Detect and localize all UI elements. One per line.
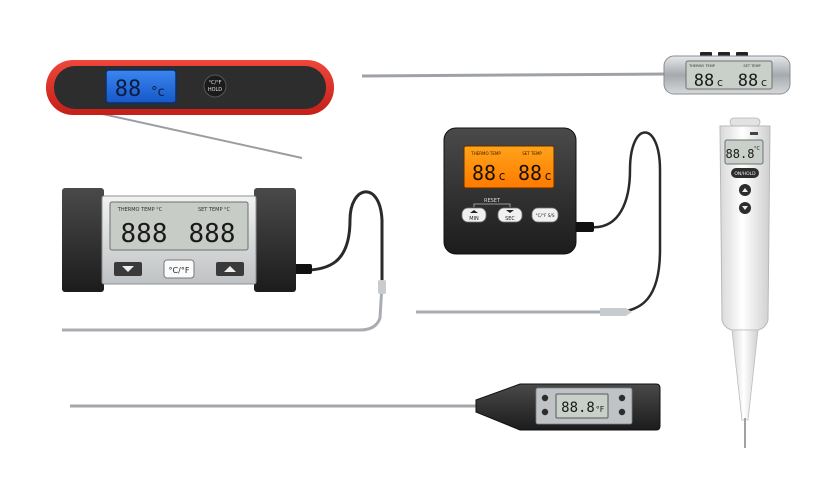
pen-white-thermometer: 88.8 °C ON/HOLD [719,117,771,448]
triangle-down-icon [122,266,134,272]
probe-needle [361,72,667,78]
blue-lcd [105,69,177,104]
button-label-bottom: HOLD [208,87,222,93]
probe-tip-handle [600,308,632,316]
label-thermo-temp: THERMO TEMP [688,64,715,68]
up-button[interactable] [739,184,751,196]
right-reading: 88 [518,161,542,185]
sec-button-label: SEC [505,216,515,222]
on-hold-label: ON/HOLD [734,171,756,177]
label-set-temp: SET TEMP [522,151,542,156]
down-button[interactable] [114,262,142,276]
reset-label: RESET [484,198,501,204]
cable-connector [292,264,312,274]
unit-toggle-label: °C/°F [169,266,190,275]
side-block-left [62,188,104,292]
lcd-unit: °F [596,405,605,414]
triangle-down-icon [506,210,514,213]
lcd-reading: 88 [115,77,142,102]
lcd-unit: °C [754,146,761,152]
left-unit: c [499,169,506,183]
left-button-bottom[interactable] [541,408,549,416]
triangle-up-icon [470,210,478,213]
dark-face [54,66,326,109]
unit-hold-button[interactable]: °C/°F HOLD [203,74,227,98]
side-block-right [254,188,296,292]
left-button-top[interactable] [541,394,549,402]
right-reading: 88 [738,71,758,91]
unit-start-stop-button[interactable]: °C/°F S/S [531,207,559,223]
triangle-down-icon [742,206,748,210]
top-cap [729,117,761,127]
unit-toggle-button[interactable]: °C/°F [163,259,195,279]
grey-lcd [724,139,764,165]
min-button-label: MIN [469,216,479,222]
tapered-shaft [731,329,759,421]
right-unit: c [545,169,552,183]
triangle-up-icon [224,266,236,272]
label-thermo-temp: THERMO TEMP °C [117,207,163,213]
left-reading: 88 [694,71,714,91]
probe-needle [62,284,384,332]
probe-needle [97,112,303,159]
probe-cable [589,131,662,314]
triangle-up-icon [742,188,748,192]
wired-grey-thermometer: THERMO TEMP °C SET TEMP °C 888 888 °C/°F [62,188,386,332]
right-unit: c [761,76,767,89]
stick-black-thermometer: 88.8 °F [70,383,661,431]
reset-bracket [473,203,511,207]
button-label-top: °C/°F [208,80,221,86]
probe-dual-lcd-thermometer: THERMO TEMP SET TEMP 88 c 88 c [361,52,791,95]
label-set-temp: SET TEMP [743,64,760,68]
left-reading: 888 [121,219,168,249]
lcd-reading: 88.8 [726,147,755,161]
left-reading: 88 [472,161,496,185]
probe-cable [295,190,384,290]
min-button[interactable]: MIN [461,207,487,223]
right-button-top[interactable] [618,394,626,402]
grey-lcd [555,393,609,419]
grey-lcd [685,60,773,90]
down-button[interactable] [739,202,751,214]
lcd-reading: 88.8 [561,400,595,416]
right-button-bottom[interactable] [618,408,626,416]
up-button[interactable] [216,262,244,276]
battery-window [750,132,758,135]
grey-lcd [109,201,249,251]
orange-lcd [463,145,555,189]
right-reading: 888 [189,219,236,249]
lcd-unit: °c [151,85,165,100]
wired-orange-thermometer: THERMO TEMP SET TEMP 88 c 88 c RESET MIN… [416,127,662,316]
cable-connector [574,222,594,232]
folding-red-thermometer: 88 °c °C/°F HOLD [46,60,334,159]
on-hold-button[interactable]: ON/HOLD [731,168,759,178]
probe-handle [378,280,386,294]
unit-start-stop-label: °C/°F S/S [536,213,555,218]
label-thermo-temp: THERMO TEMP [470,151,501,156]
left-unit: c [717,76,723,89]
sec-button[interactable]: SEC [497,207,523,223]
label-set-temp: SET TEMP °C [198,207,231,213]
